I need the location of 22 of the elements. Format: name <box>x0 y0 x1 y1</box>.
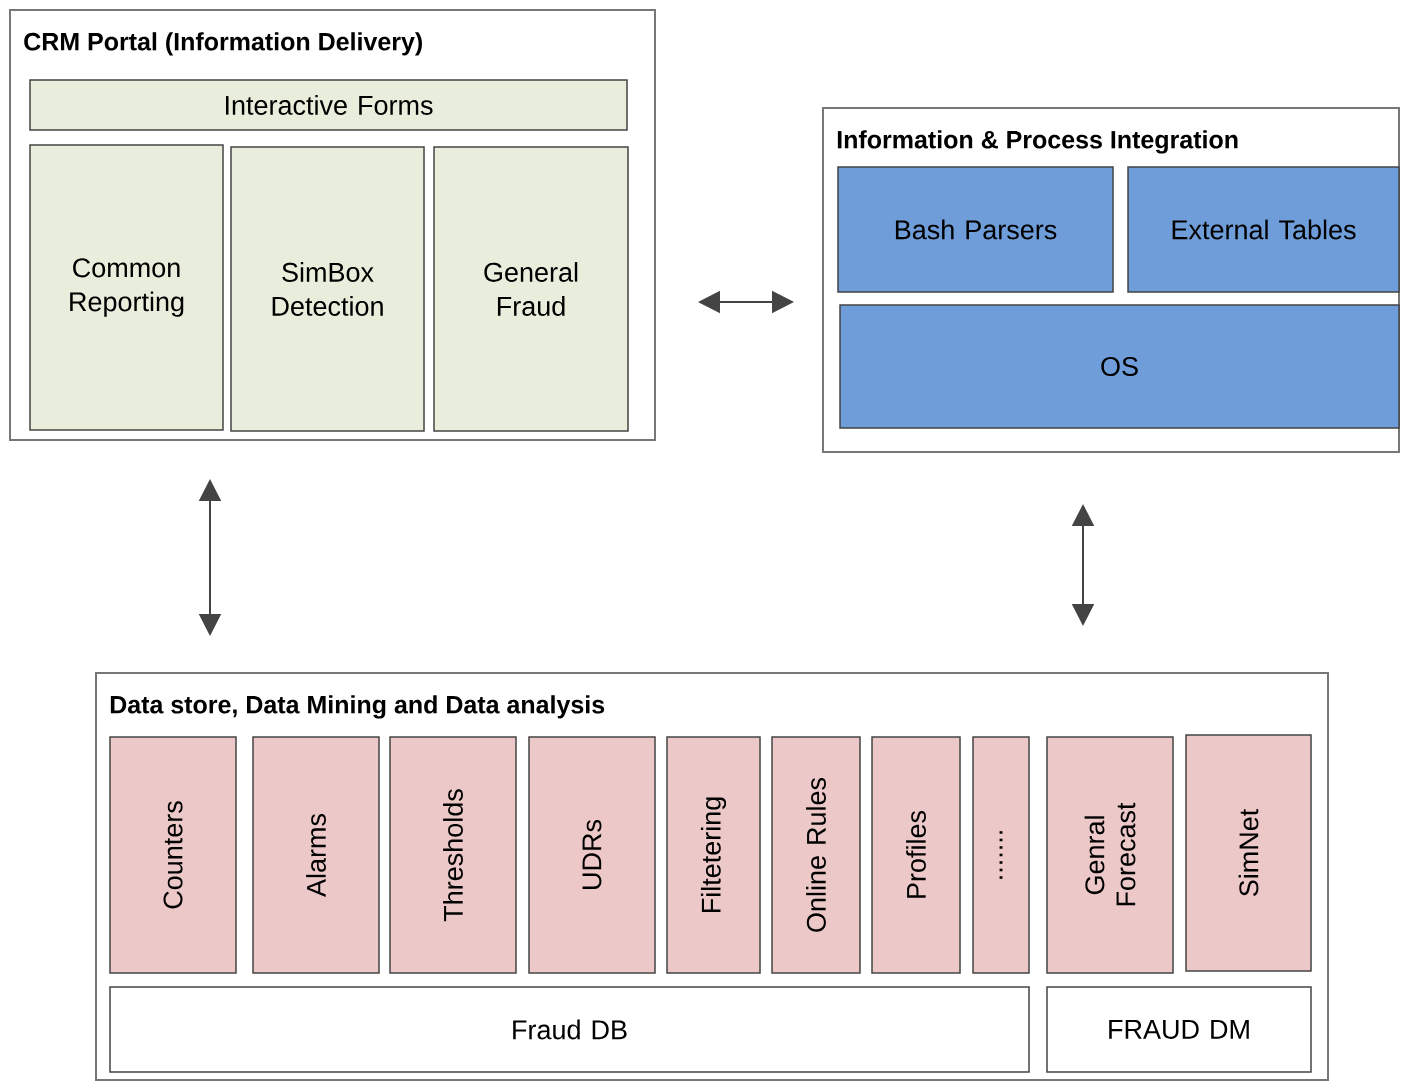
module-box: Counters <box>109 736 237 974</box>
module-box: Alarms <box>252 736 380 974</box>
module-box: General Fraud <box>433 146 629 432</box>
panel-title: Information & Process Integration <box>837 130 1238 154</box>
module-box: Filtetering <box>666 736 761 974</box>
module-box: Thresholds <box>389 736 517 974</box>
panel-title: Data store, Data Mining and Data analysis <box>110 695 605 719</box>
panel-title: CRM Portal (Information Delivery) <box>24 32 422 56</box>
module-box: SimBox Detection <box>230 146 425 432</box>
module-box: UDRs <box>528 736 656 974</box>
module-box: External Tables <box>1127 166 1400 293</box>
database-box: FRAUD DM <box>1046 986 1312 1073</box>
module-box: Genral Forecast <box>1046 736 1174 974</box>
database-box: Fraud DB <box>109 986 1030 1073</box>
module-box: ....... <box>972 736 1030 974</box>
module-box: Interactive Forms <box>29 79 628 131</box>
module-box: SimNet <box>1185 734 1312 972</box>
module-box: Bash Parsers <box>837 166 1114 293</box>
module-box: Profiles <box>871 736 961 974</box>
module-box: Common Reporting <box>29 144 224 431</box>
module-box: Online Rules <box>771 736 861 974</box>
module-box: OS <box>839 304 1400 429</box>
